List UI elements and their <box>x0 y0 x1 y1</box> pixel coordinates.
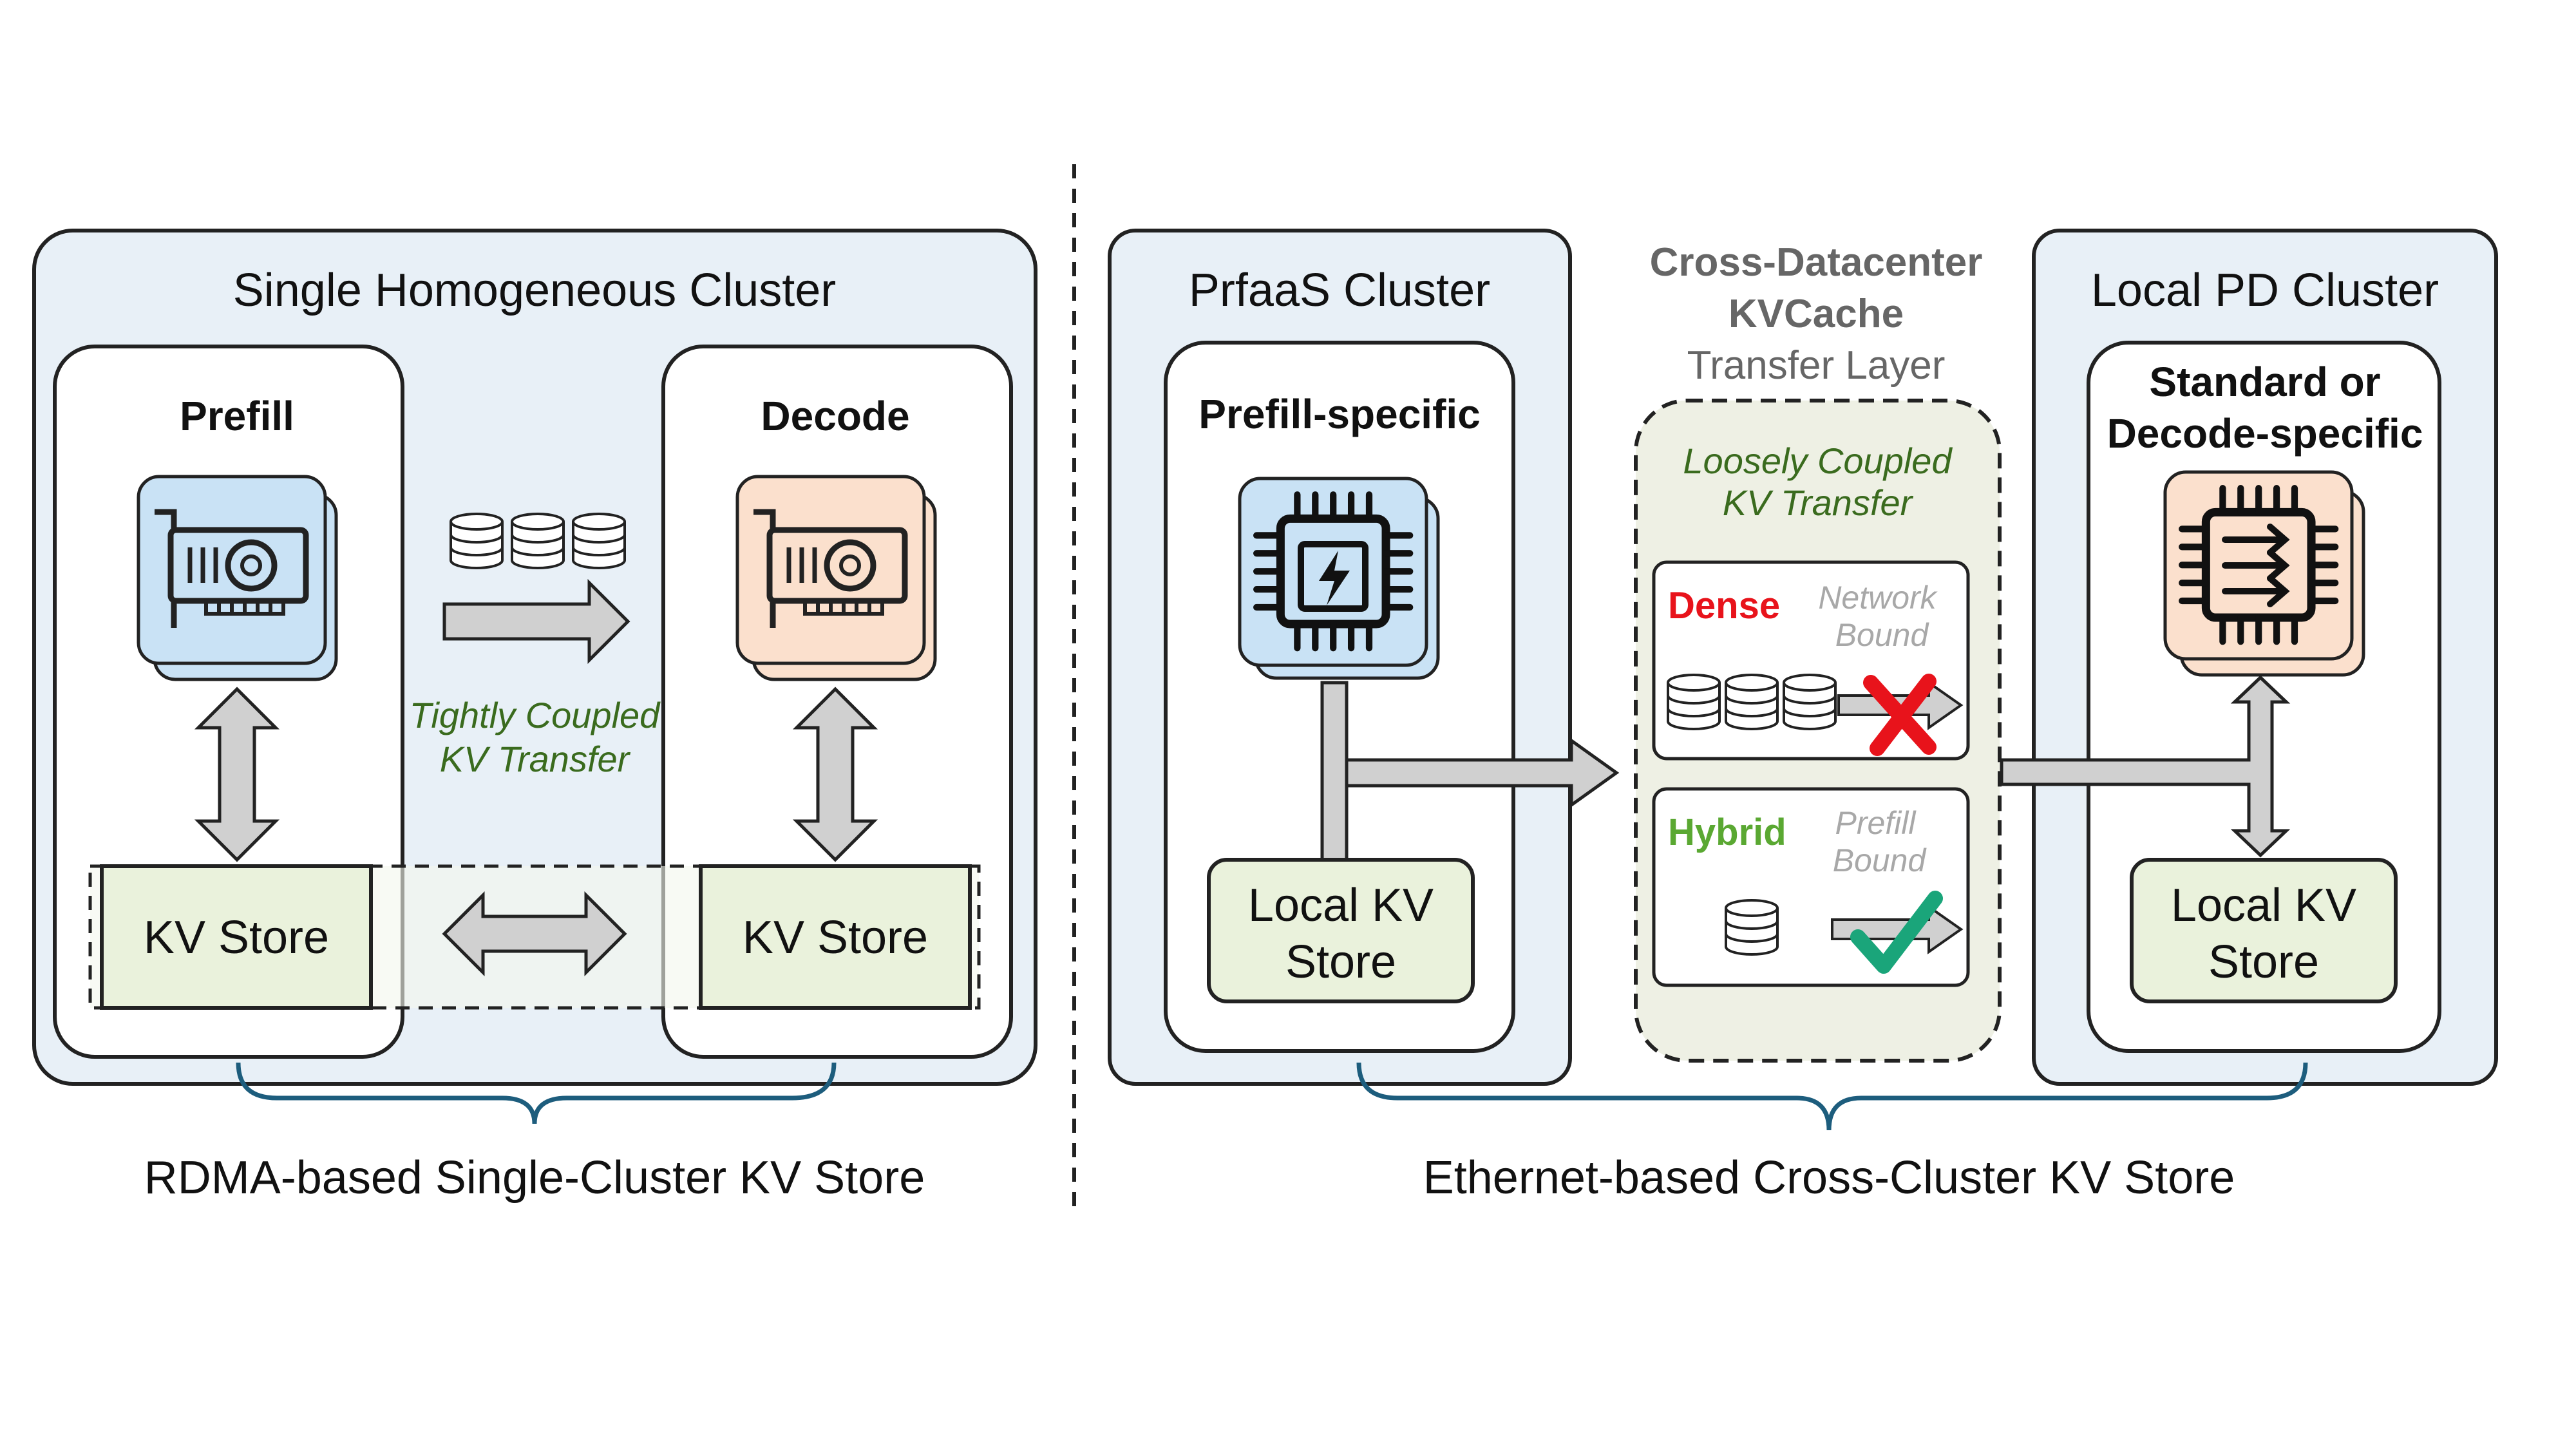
fast-forward-arrows-icon <box>2222 524 2290 607</box>
standard-line2: Decode-specific <box>2107 410 2423 457</box>
tightly-coupled-label: Tightly Coupled <box>410 695 661 735</box>
local-pd-title: Local PD Cluster <box>2091 265 2439 316</box>
dense-note-line1: Network <box>1818 580 1938 616</box>
prfaas-local-kv-store <box>1207 858 1475 1003</box>
kv-store-right <box>699 864 972 1010</box>
loose-kv-transfer-label: KV Transfer <box>1723 482 1914 523</box>
dense-kv-data-icon <box>1667 674 1837 730</box>
hybrid-label: Hybrid <box>1668 811 1786 853</box>
layer-title-line3: Transfer Layer <box>1687 343 1946 388</box>
lightning-icon <box>1298 541 1368 612</box>
dense-label: Dense <box>1668 585 1780 627</box>
kv-store-right-label: KV Store <box>743 912 928 963</box>
decode-label: Decode <box>761 393 909 439</box>
kv-store-double-arrow <box>442 891 627 977</box>
hybrid-kv-data-icon <box>1725 899 1779 956</box>
prefill-gpu-icon <box>137 475 338 681</box>
prefill-kv-double-arrow <box>194 687 280 862</box>
right-brace <box>1356 1062 2308 1131</box>
red-cross-icon <box>1863 674 1937 756</box>
kv-data-icon <box>450 513 626 569</box>
local-pd-kv-line1: Local KV <box>2171 880 2356 931</box>
standard-line1: Standard or <box>2149 359 2380 405</box>
green-check-icon <box>1850 891 1943 974</box>
prfaas-local-kv-line1: Local KV <box>1248 880 1434 931</box>
decode-kv-double-arrow <box>792 687 878 862</box>
prfaas-local-kv-line2: Store <box>1285 936 1396 988</box>
kv-store-left-label: KV Store <box>144 912 329 963</box>
dense-note-line2: Bound <box>1835 617 1930 653</box>
prfaas-title: PrfaaS Cluster <box>1189 265 1490 316</box>
layer-to-local-pd-connector <box>2000 675 2291 858</box>
kv-store-left <box>100 864 373 1010</box>
decode-gpu-icon <box>735 475 937 681</box>
prfaas-to-layer-arrow <box>1345 737 1620 808</box>
prefill-specific-label: Prefill-specific <box>1198 391 1481 437</box>
prefill-label: Prefill <box>180 393 294 439</box>
single-cluster-title: Single Homogeneous Cluster <box>233 265 837 316</box>
prefill-chip-icon <box>1238 477 1440 680</box>
layer-title-line2: KVCache <box>1728 292 1904 336</box>
local-pd-kv-store <box>2130 858 2398 1003</box>
kv-transfer-label: KV Transfer <box>440 739 631 779</box>
prfaas-vertical-connector <box>1320 681 1349 862</box>
hybrid-note-line1: Prefill <box>1835 805 1917 841</box>
right-caption: Ethernet-based Cross-Cluster KV Store <box>1423 1152 2235 1204</box>
prefill-to-decode-arrow <box>442 578 630 665</box>
hybrid-note-line2: Bound <box>1833 842 1927 878</box>
local-pd-kv-line2: Store <box>2208 936 2319 988</box>
left-brace <box>236 1062 837 1124</box>
decode-chip-icon <box>2163 470 2365 677</box>
left-caption: RDMA-based Single-Cluster KV Store <box>144 1152 925 1204</box>
layer-title-line1: Cross-Datacenter <box>1650 240 1983 285</box>
loosely-coupled-label: Loosely Coupled <box>1683 440 1953 481</box>
